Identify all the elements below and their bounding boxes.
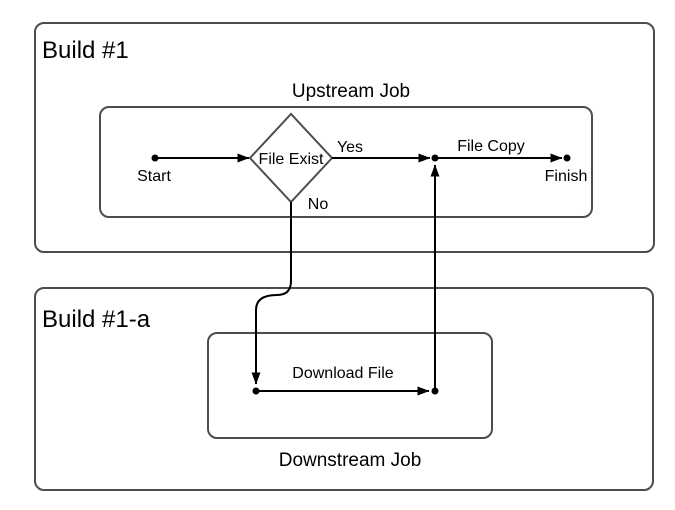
build1-container-box [34,22,655,253]
build1a-title: Build #1-a [42,306,151,333]
download-start-dot [252,387,260,395]
finish-node-dot [563,154,571,162]
yes-edge-label: Yes [337,139,363,156]
start-node-dot [151,154,159,162]
downstream-job-label: Downstream Job [279,450,422,471]
finish-label: Finish [545,168,588,185]
download-end-dot [431,387,439,395]
download-file-edge-label: Download File [292,365,393,382]
edge-no-to-download-start [251,202,292,385]
upstream-job-box [99,106,593,218]
downstream-job-box [207,332,493,439]
upstream-job-label: Upstream Job [292,81,410,102]
no-edge-label: No [308,196,329,213]
file-copy-edge-label: File Copy [457,138,525,155]
junction-dot-upper [431,154,439,162]
build1a-container-box [34,287,654,491]
file-exist-label: File Exist [259,151,324,168]
start-label: Start [137,168,171,185]
build1-title: Build #1 [42,37,129,64]
